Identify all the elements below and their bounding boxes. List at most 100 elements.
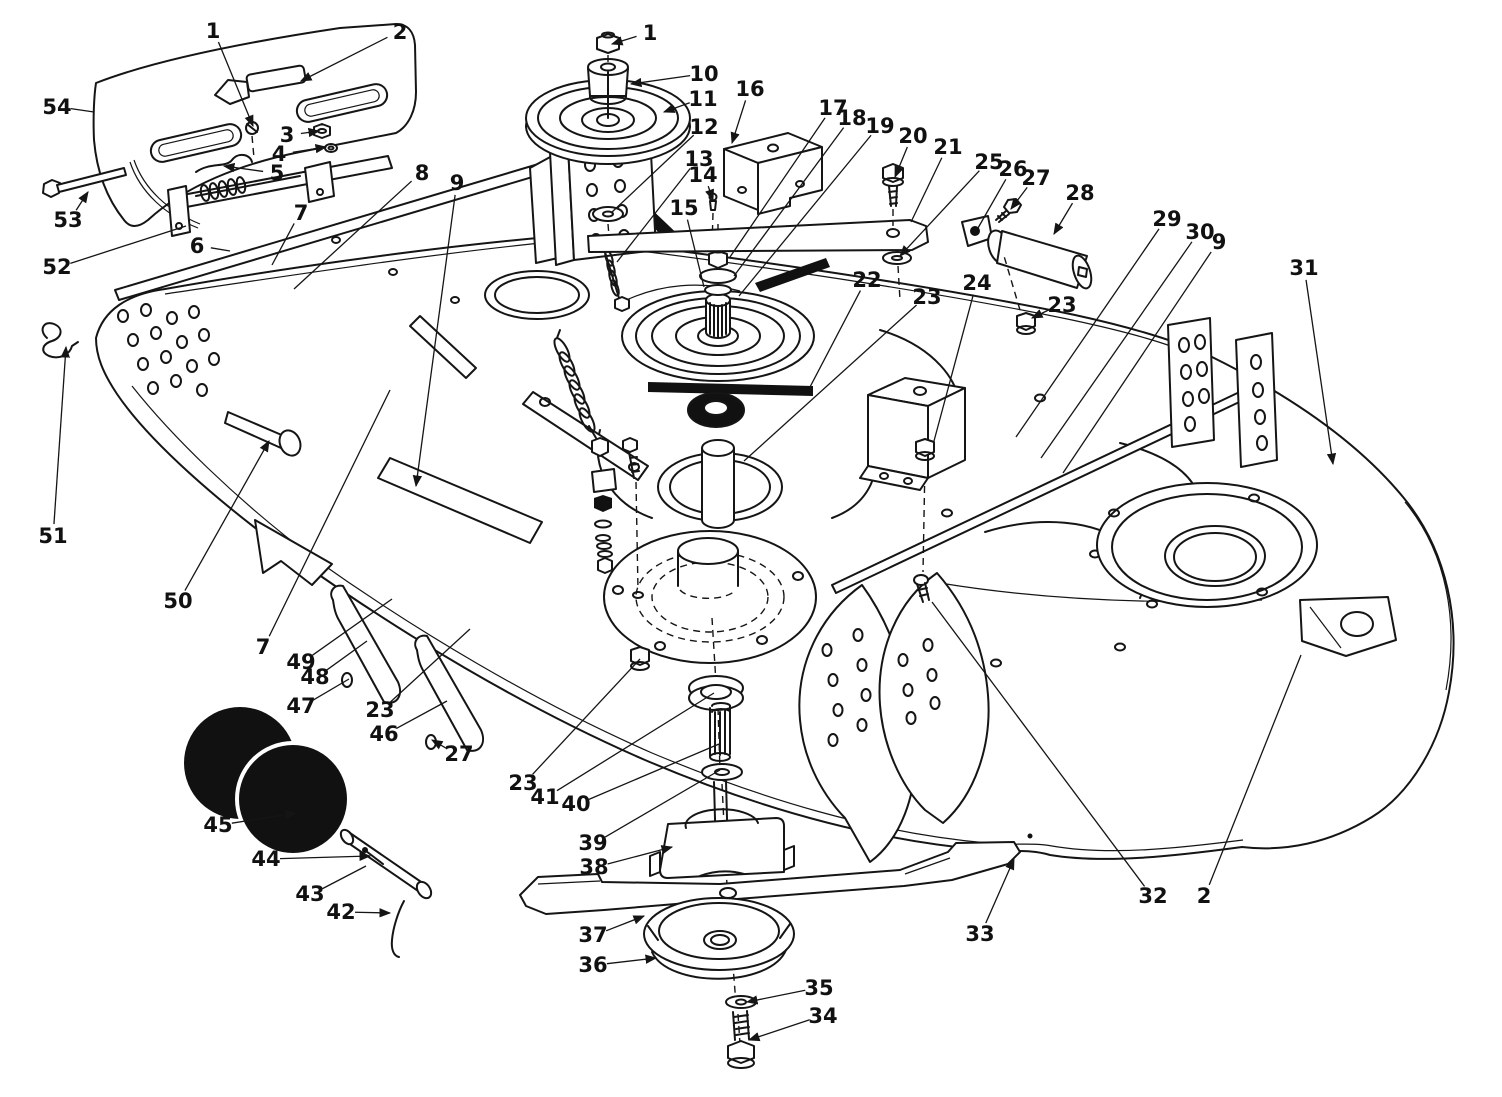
hairpin-cotter <box>41 322 79 359</box>
callout-label-5: 5 <box>270 161 285 185</box>
spindle-housing <box>603 530 817 664</box>
callout-leader-15 <box>686 219 705 288</box>
callout-label-14: 14 <box>688 163 717 187</box>
callout-label-23: 23 <box>912 285 941 309</box>
wheel-axle-rod <box>339 828 433 900</box>
callout-label-3: 3 <box>280 123 295 147</box>
callout-label-23: 23 <box>1047 293 1076 317</box>
callout-label-12: 12 <box>689 115 718 139</box>
callout-leader-3 <box>300 127 321 138</box>
clevis-bolt <box>995 198 1022 223</box>
locknut <box>630 646 650 671</box>
callout-label-38: 38 <box>579 855 608 879</box>
callout-label-49: 49 <box>286 650 315 674</box>
callout-label-52: 52 <box>42 255 71 279</box>
gauge-wheels <box>184 707 351 857</box>
callout-label-20: 20 <box>898 124 927 148</box>
spindle-cup <box>643 897 795 980</box>
blade-bolt <box>727 1010 755 1069</box>
carriage-bolt <box>622 437 644 599</box>
callout-label-36: 36 <box>578 953 607 977</box>
callout-label-31: 31 <box>1289 256 1318 280</box>
callout-label-21: 21 <box>933 135 962 159</box>
arm-washer <box>882 251 912 301</box>
callout-label-4: 4 <box>272 142 287 166</box>
blade <box>519 841 1021 915</box>
trunnion-hardware <box>591 437 617 574</box>
callout-leader-45 <box>231 810 298 824</box>
callout-leader-22 <box>809 290 861 388</box>
callout-leader-34 <box>747 1019 810 1042</box>
callout-label-41: 41 <box>530 785 559 809</box>
callout-label-9: 9 <box>1212 230 1227 254</box>
callout-label-7: 7 <box>256 635 271 659</box>
callout-leader-54 <box>70 107 95 113</box>
callout-leader-7 <box>268 389 391 637</box>
callout-label-22: 22 <box>852 268 881 292</box>
callout-leader-16 <box>730 100 747 145</box>
bent-retainer-wire <box>390 900 405 958</box>
callout-label-8: 8 <box>415 161 430 185</box>
callout-label-43: 43 <box>295 882 324 906</box>
callout-label-46: 46 <box>369 722 398 746</box>
callout-leader-37 <box>605 915 646 932</box>
callout-leader-30 <box>1040 241 1193 459</box>
callout-label-39: 39 <box>578 831 607 855</box>
right-spindle-opening <box>1096 482 1318 609</box>
callout-leader-14 <box>705 185 714 202</box>
damper-cylinder <box>987 229 1093 290</box>
callout-leader-42 <box>354 908 392 918</box>
callout-label-37: 37 <box>578 923 607 947</box>
callout-label-35: 35 <box>804 976 833 1000</box>
callout-leader-35 <box>745 989 806 1005</box>
idler-tension-parts <box>522 329 649 599</box>
callout-leader-4 <box>292 144 328 154</box>
callout-leader-12 <box>610 134 695 214</box>
latch-handle <box>195 154 253 173</box>
callout-leader-39 <box>604 769 721 838</box>
callout-leader-28 <box>1053 202 1074 236</box>
small-washer <box>324 143 338 153</box>
callout-leader-24 <box>933 294 974 442</box>
callout-label-24: 24 <box>962 271 991 295</box>
callout-label-28: 28 <box>1065 181 1094 205</box>
callout-label-45: 45 <box>203 813 232 837</box>
callout-leader-49 <box>312 598 393 656</box>
callout-label-17: 17 <box>818 96 847 120</box>
callout-leader-36 <box>606 954 658 965</box>
callout-leader-46 <box>396 700 448 730</box>
callout-label-25: 25 <box>974 150 1003 174</box>
callout-leader-23 <box>532 658 641 775</box>
spacer-tube <box>701 439 735 529</box>
callout-leader-31 <box>1305 279 1337 466</box>
callout-label-47: 47 <box>286 694 315 718</box>
callout-leader-32 <box>931 601 1146 887</box>
callout-label-51: 51 <box>38 524 67 548</box>
callout-leader-47 <box>312 678 350 701</box>
callout-leader-38 <box>607 845 674 865</box>
callout-label-44: 44 <box>251 847 280 871</box>
callout-leader-10 <box>629 74 691 88</box>
spindle-bearing <box>687 392 745 428</box>
left-spindle-opening <box>484 270 590 320</box>
callout-leader-18 <box>733 127 845 277</box>
callout-leader-9 <box>412 194 456 488</box>
callout-label-42: 42 <box>326 900 355 924</box>
callout-leader-2 <box>299 36 388 82</box>
callout-leader-43 <box>322 865 367 890</box>
callout-leader-23 <box>1030 309 1050 319</box>
callout-leader-50 <box>184 439 270 591</box>
left-wing-holes <box>117 303 220 397</box>
blade-washer <box>725 995 757 1009</box>
callout-leader-13 <box>616 167 691 263</box>
callout-leader-7 <box>271 223 295 266</box>
callout-label-23: 23 <box>508 771 537 795</box>
callout-label-1: 1 <box>643 21 658 45</box>
callout-label-26: 26 <box>998 157 1027 181</box>
callout-label-30: 30 <box>1185 220 1214 244</box>
spacer-bushing <box>587 58 629 119</box>
callout-label-19: 19 <box>865 114 894 138</box>
callout-leader-26 <box>977 178 1007 229</box>
